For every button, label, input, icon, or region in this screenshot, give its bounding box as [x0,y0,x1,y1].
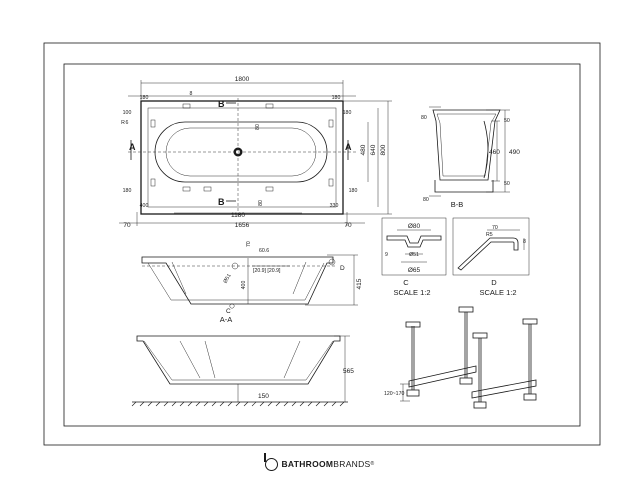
section-b-top: B [218,99,225,109]
dim-80-top: 80 [255,124,261,130]
b-b-label: B-B [451,200,464,209]
dim-8: 8 [190,91,193,97]
inner-frame [63,63,581,427]
b-dim-80-top: 80 [421,115,427,121]
brand-name-bold: BATHROOM [281,459,334,469]
a-dim-angle: [20.9] [20.9] [253,268,281,274]
a-dim-70: 70 [246,241,252,247]
leg-set-drawing: 120~170 [384,306,538,409]
c-scale: SCALE 1:2 [393,288,430,297]
dim-overall-length: 1800 [235,76,250,83]
a-dim-hole: Ø51 [223,273,233,285]
b-dim-490: 490 [509,149,520,156]
dim-corner-top-left: 180 [140,95,149,101]
b-dim-460: 460 [489,149,500,156]
dim-corner-top-right: 180 [332,95,341,101]
a-a-label: A-A [220,315,233,324]
a-dim-400: 400 [241,281,247,290]
dim-corner-bottom-right: 330 [330,203,339,209]
b-dim-50-bottom: 50 [504,181,510,187]
a-marker-c: C [226,308,231,315]
dim-offset-right: 70 [344,222,352,229]
section-b-b-view: 490 460 50 50 80 80 B-B [421,106,520,209]
dim-side-bottom-right: 180 [349,188,358,194]
a-marker-d: D [340,265,345,272]
d-dim-side: 8 [523,239,526,245]
d-dim-70: 70 [492,225,498,231]
a-dim-415: 415 [356,278,363,289]
d-scale: SCALE 1:2 [479,288,516,297]
outer-frame [43,42,601,446]
dim-side-top-right: 180 [343,110,352,116]
section-b-bottom: B [218,197,225,207]
dim-offset-left: 70 [123,222,131,229]
dim-width-inner: 640 [370,144,377,155]
dim-80-bottom: 80 [258,200,264,206]
dim-width-overall: 800 [380,144,387,155]
d-dim-r: R5 [486,232,493,238]
dim-corner-bottom-left: 400 [140,203,149,209]
legs-dim-range: 120~170 [384,391,404,397]
front-view: 565 150 [131,335,354,407]
brand-b-icon [264,452,279,471]
dim-inner-length: 1656 [235,222,250,229]
plan-view: 1800 180 180 80 8 100 R 6 180 180 180 40… [119,76,392,229]
floor-hatch [131,401,345,407]
section-a-a-view: 415 400 70 60.6 Ø51 [20.9] [20.9] C D A-… [141,241,363,324]
section-a-right: A [345,142,352,152]
dim-6: 6 [126,120,129,126]
c-dim-side: 9 [385,252,388,258]
brand-name-regular: BRANDS [333,459,371,469]
dim-inner-length-2: 1180 [231,212,245,219]
dim-small-r: R [121,120,125,126]
detail-c: Ø80 Ø51 Ø65 9 C SCALE 1:2 [381,217,447,297]
b-dim-80-bottom: 80 [423,197,429,203]
dim-side-bottom-left: 180 [123,188,132,194]
c-dim-mid: Ø51 [409,252,419,258]
c-dim-top: Ø80 [408,223,421,230]
dim-width-inner-2: 480 [360,144,367,155]
front-dim-565: 565 [343,368,354,375]
dim-side-top-left: 100 [123,110,132,116]
brand-logo: BATHROOM BRANDS ® [0,452,640,475]
brand-registered-mark: ® [370,461,375,467]
detail-d: 70 R5 8 D SCALE 1:2 [452,217,530,297]
b-dim-50-top: 50 [504,118,510,124]
d-label: D [491,278,497,287]
c-label: C [403,278,409,287]
a-dim-60: 60.6 [259,248,269,254]
section-a-left: A [129,142,136,152]
c-dim-bottom: Ø65 [408,267,421,274]
front-dim-150: 150 [258,393,269,400]
